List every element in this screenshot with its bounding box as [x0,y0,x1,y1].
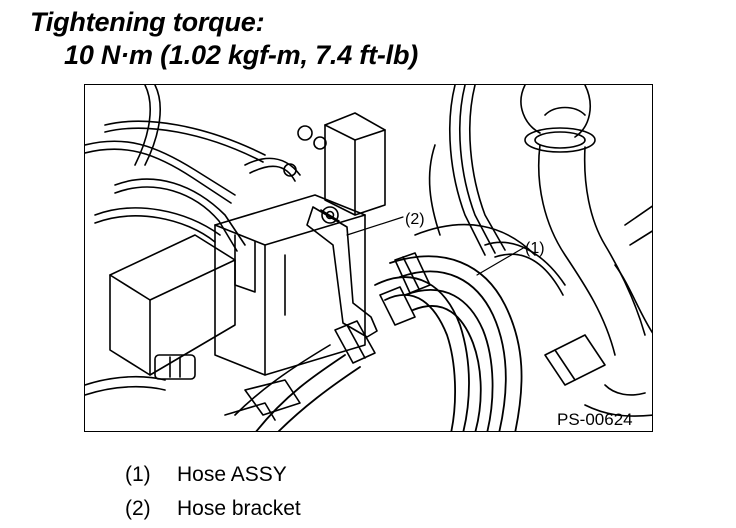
torque-heading: Tightening torque: 10 N·m (1.02 kgf-m, 7… [30,6,418,72]
figure-id: PS-00624 [557,410,633,429]
electrical-connector [85,234,236,396]
brake-pipes-left [85,85,266,252]
grommet [520,85,646,356]
hose-fittings [334,252,431,364]
legend: (1) Hose ASSY (2) Hose bracket [125,458,301,526]
legend-number: (1) [125,463,151,486]
hose-assy [374,223,566,431]
legend-label: Hose bracket [177,497,301,520]
valve-block [214,112,386,376]
brake-pipes-right [428,85,652,417]
legend-item: (1) Hose ASSY [125,458,301,492]
lower-hose [224,344,361,431]
hose-bracket [306,206,378,338]
callout-2: (2) [405,211,425,228]
torque-value: 10 N·m (1.02 kgf-m, 7.4 ft-lb) [64,40,419,70]
callout-1: (1) [525,240,545,257]
legend-number: (2) [125,497,151,520]
legend-item: (2) Hose bracket [125,492,301,526]
callout-leaders [346,216,526,276]
legend-label: Hose ASSY [177,463,287,486]
heading-title: Tightening torque: [30,7,265,37]
hose-assembly-illustration: (2) (1) PS-00624 [84,84,653,432]
callouts: (2) (1) PS-00624 [405,211,633,429]
